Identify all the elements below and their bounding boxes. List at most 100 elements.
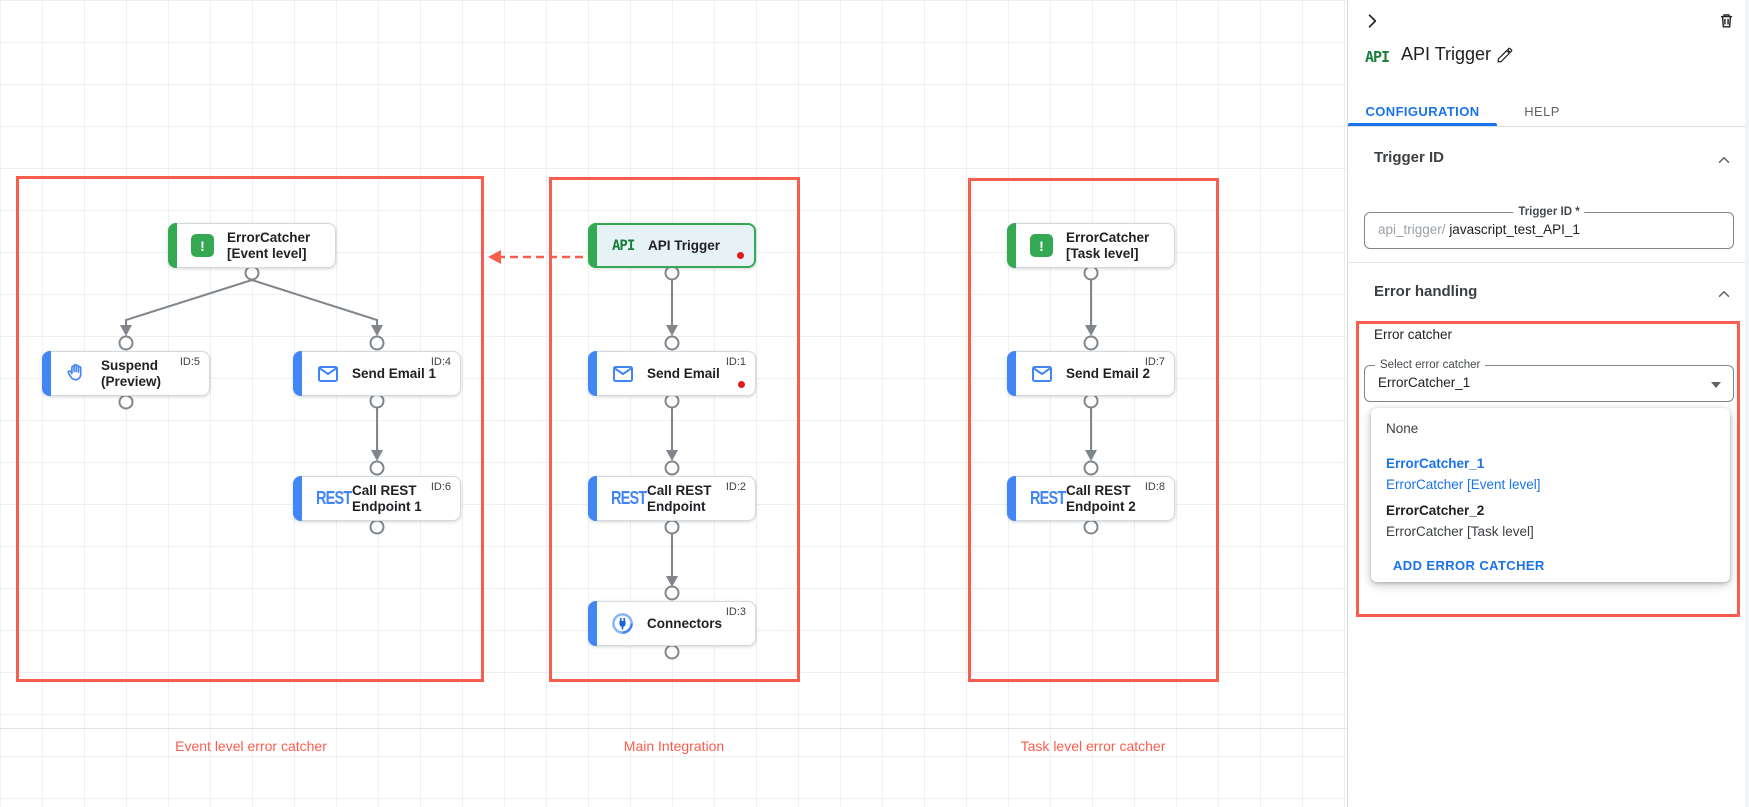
arrowhead-icon — [666, 450, 678, 461]
node-accent-bar — [588, 601, 597, 646]
group-box-event-level — [16, 176, 484, 682]
dropdown-arrow-icon — [1711, 382, 1721, 388]
port[interactable] — [1083, 335, 1099, 351]
node-accent-bar — [1007, 223, 1016, 268]
node-title: Connectors — [647, 615, 723, 631]
connector-icon — [611, 612, 647, 635]
node-send-email-2[interactable]: Send Email 2 ID:7 — [1007, 351, 1175, 396]
group-box-main-integration — [549, 177, 800, 682]
node-id: ID:4 — [430, 356, 451, 368]
menu-item-errorcatcher-2[interactable]: ErrorCatcher_2 — [1386, 503, 1485, 518]
error-link-arrowhead-icon — [488, 250, 501, 264]
node-accent-bar — [588, 476, 597, 521]
port[interactable] — [1083, 460, 1099, 476]
port[interactable] — [664, 585, 680, 601]
port[interactable] — [664, 335, 680, 351]
group-box-task-level — [968, 178, 1219, 682]
node-connectors[interactable]: Connectors ID:3 — [588, 601, 756, 646]
node-api-trigger[interactable]: API API Trigger — [588, 223, 756, 268]
node-accent-bar — [588, 351, 597, 396]
tab-help[interactable]: HELP — [1524, 103, 1560, 119]
rest-icon: REST — [316, 488, 352, 509]
trigger-id-input-label: Trigger ID * — [1513, 206, 1585, 218]
edit-pencil-icon[interactable] — [1496, 46, 1514, 69]
menu-item-errorcatcher-2-desc[interactable]: ErrorCatcher [Task level] — [1386, 524, 1534, 539]
tab-configuration[interactable]: CONFIGURATION — [1365, 103, 1480, 119]
trigger-id-input[interactable]: Trigger ID * api_trigger/ javascript_tes… — [1364, 206, 1734, 249]
node-accent-bar — [1007, 476, 1016, 521]
arrowhead-icon — [371, 450, 383, 461]
node-title: Call REST Endpoint 1 — [352, 482, 422, 514]
error-catcher-icon: ! — [191, 234, 214, 257]
canvas-boundary-line — [0, 728, 1347, 729]
menu-item-errorcatcher-1[interactable]: ErrorCatcher_1 — [1386, 456, 1485, 471]
error-catcher-icon: ! — [1030, 234, 1053, 257]
add-error-catcher-button[interactable]: ADD ERROR CATCHER — [1393, 558, 1545, 573]
node-accent-bar — [1007, 351, 1016, 396]
node-errorcatcher-task-level[interactable]: ! ErrorCatcher [Task level] — [1007, 223, 1175, 268]
error-catcher-label: Error catcher — [1374, 327, 1453, 342]
node-id: ID:8 — [1144, 481, 1165, 493]
arrowhead-icon — [120, 325, 132, 336]
rest-icon: REST — [611, 488, 647, 509]
select-error-catcher-dropdown[interactable]: Select error catcher ErrorCatcher_1 — [1364, 359, 1734, 402]
email-icon — [316, 362, 352, 386]
arrowhead-icon — [666, 576, 678, 587]
node-accent-bar — [588, 223, 597, 268]
arrowhead-icon — [1085, 450, 1097, 461]
delete-trash-icon[interactable] — [1717, 11, 1736, 35]
node-call-rest-endpoint-2[interactable]: REST Call REST Endpoint 2 ID:8 — [1007, 476, 1175, 521]
error-catcher-annotation-box — [1356, 321, 1740, 617]
node-accent-bar — [168, 223, 177, 268]
select-error-catcher-value: ErrorCatcher_1 — [1378, 375, 1471, 390]
workflow-canvas[interactable]: Event level error catcher Main Integrati… — [0, 0, 1347, 807]
arrowhead-icon — [1085, 325, 1097, 336]
port[interactable] — [118, 335, 134, 351]
node-id: ID:6 — [430, 481, 451, 493]
section-header-trigger-id: Trigger ID — [1374, 149, 1445, 166]
config-panel: API API Trigger CONFIGURATION HELP Trigg… — [1347, 0, 1749, 807]
api-trigger-badge: API — [1365, 48, 1390, 66]
port[interactable] — [369, 460, 385, 476]
node-title: Send Email 1 — [352, 365, 437, 381]
arrowhead-icon — [666, 325, 678, 336]
port[interactable] — [369, 335, 385, 351]
node-accent-bar — [42, 351, 51, 396]
panel-title: API Trigger — [1401, 44, 1492, 64]
node-suspend[interactable]: Suspend (Preview) ID:5 — [42, 351, 210, 396]
email-icon — [1030, 362, 1066, 386]
active-tab-underline — [1348, 123, 1497, 126]
node-id: ID:5 — [179, 356, 200, 368]
hand-suspend-icon — [65, 362, 101, 385]
collapse-panel-chevron-icon[interactable] — [1362, 11, 1382, 36]
node-accent-bar — [293, 351, 302, 396]
panel-tabs: CONFIGURATION HELP — [1348, 96, 1749, 126]
group-label-event-level: Event level error catcher — [175, 738, 327, 754]
menu-item-errorcatcher-1-desc[interactable]: ErrorCatcher [Event level] — [1386, 477, 1541, 492]
node-title: Suspend (Preview) — [101, 357, 162, 389]
node-send-email-1[interactable]: Send Email 1 ID:4 — [293, 351, 461, 396]
node-id: ID:2 — [725, 481, 746, 493]
collapse-section-chevron-up-icon[interactable] — [1715, 285, 1733, 308]
node-id: ID:1 — [725, 356, 746, 368]
collapse-section-chevron-up-icon[interactable] — [1715, 151, 1733, 174]
group-label-task-level: Task level error catcher — [1020, 738, 1166, 754]
node-errorcatcher-event-level[interactable]: ! ErrorCatcher [Event level] — [168, 223, 336, 268]
node-send-email[interactable]: Send Email ID:1 — [588, 351, 756, 396]
node-title: Call REST Endpoint — [647, 482, 712, 514]
node-title: API Trigger — [648, 237, 721, 253]
node-call-rest-endpoint-1[interactable]: REST Call REST Endpoint 1 ID:6 — [293, 476, 461, 521]
port[interactable] — [664, 460, 680, 476]
edge — [251, 279, 378, 326]
edge — [125, 279, 253, 326]
node-call-rest-endpoint[interactable]: REST Call REST Endpoint ID:2 — [588, 476, 756, 521]
menu-item-none[interactable]: None — [1386, 421, 1419, 436]
email-icon — [611, 362, 647, 386]
node-accent-bar — [293, 476, 302, 521]
section-header-error-handling: Error handling — [1374, 283, 1478, 300]
node-title: ErrorCatcher [Event level] — [227, 229, 311, 261]
select-error-catcher-label: Select error catcher — [1375, 359, 1486, 371]
trigger-id-value: javascript_test_API_1 — [1449, 222, 1580, 237]
panel-scrollbar[interactable] — [1745, 0, 1749, 807]
